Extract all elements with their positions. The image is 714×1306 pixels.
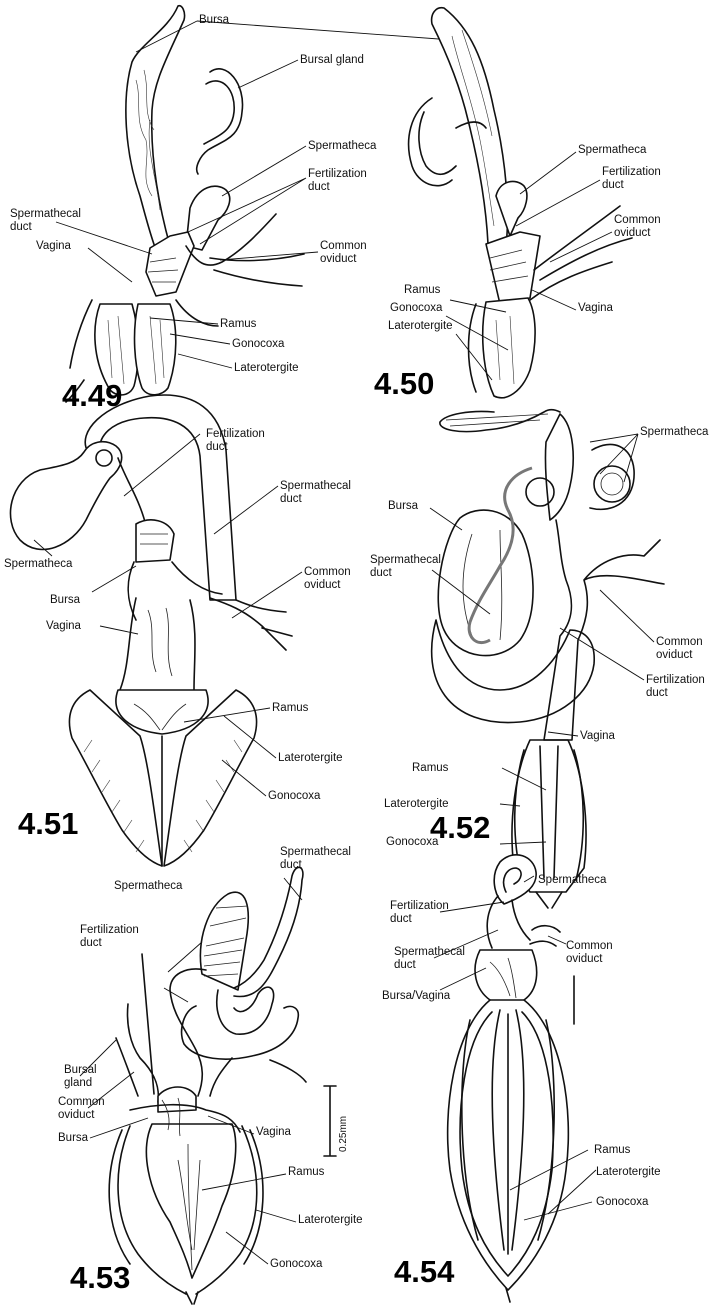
label-4-49-bursa: Bursa (199, 14, 229, 27)
figure-number-4-50: 4.50 (374, 368, 434, 400)
label-4-52-ramus: Ramus (412, 762, 448, 775)
label-4-54-gonocoxa: Gonocoxa (596, 1196, 648, 1209)
label-4-53-spermathecal-duct: Spermathecal duct (280, 846, 351, 872)
figure-number-4-52: 4.52 (430, 812, 490, 844)
label-4-52-fertilization-duct: Fertilization duct (646, 674, 705, 700)
label-4-54-bursa-vagina: Bursa/Vagina (382, 990, 450, 1003)
label-4-54-laterotergite: Laterotergite (596, 1166, 661, 1179)
label-4-49-spermathecal-duct: Spermathecal duct (10, 208, 81, 234)
label-4-54-fertilization-duct: Fertilization duct (390, 900, 449, 926)
label-4-49-bursal-gland: Bursal gland (300, 54, 364, 67)
label-4-52-common-oviduct: Common oviduct (656, 636, 703, 662)
label-4-51-bursa: Bursa (50, 594, 80, 607)
label-4-49-laterotergite: Laterotergite (234, 362, 299, 375)
label-4-53-common-oviduct: Common oviduct (58, 1096, 105, 1122)
drawing-4-50 (409, 8, 632, 398)
label-4-54-spermatheca: Spermatheca (538, 874, 606, 887)
figure-number-4-49: 4.49 (62, 380, 122, 412)
label-4-50-laterotergite: Laterotergite (388, 320, 453, 333)
label-4-51-fertilization-duct: Fertilization duct (206, 428, 265, 454)
label-4-51-laterotergite: Laterotergite (278, 752, 343, 765)
label-4-53-ramus: Ramus (288, 1166, 324, 1179)
figure-number-4-54: 4.54 (394, 1256, 454, 1288)
drawing-4-54 (434, 855, 596, 1302)
label-4-49-fertilization-duct: Fertilization duct (308, 168, 367, 194)
label-4-49-vagina: Vagina (36, 240, 71, 253)
label-4-49-ramus: Ramus (220, 318, 256, 331)
label-4-49-common-oviduct: Common oviduct (320, 240, 367, 266)
label-4-52-vagina: Vagina (580, 730, 615, 743)
label-4-50-fertilization-duct: Fertilization duct (602, 166, 661, 192)
label-4-51-spermathecal-duct: Spermathecal duct (280, 480, 351, 506)
label-4-50-gonocoxa: Gonocoxa (390, 302, 442, 315)
figure-number-4-51: 4.51 (18, 808, 78, 840)
label-4-51-vagina: Vagina (46, 620, 81, 633)
label-4-50-spermatheca: Spermatheca (578, 144, 646, 157)
label-4-53-laterotergite: Laterotergite (298, 1214, 363, 1227)
label-4-52-spermathecal-duct: Spermathecal duct (370, 554, 441, 580)
label-4-50-common-oviduct: Common oviduct (614, 214, 661, 240)
label-4-51-spermatheca: Spermatheca (4, 558, 72, 571)
scale-bar-label: 0.25mm (338, 1116, 349, 1152)
label-4-53-spermatheca: Spermatheca (114, 880, 182, 893)
label-4-51-gonocoxa: Gonocoxa (268, 790, 320, 803)
label-4-53-fertilization-duct: Fertilization duct (80, 924, 139, 950)
label-4-54-ramus: Ramus (594, 1144, 630, 1157)
label-4-52-bursa: Bursa (388, 500, 418, 513)
label-4-54-common-oviduct: Common oviduct (566, 940, 613, 966)
label-4-51-ramus: Ramus (272, 702, 308, 715)
label-4-50-vagina: Vagina (578, 302, 613, 315)
label-4-53-bursal-gland: Bursal gland (64, 1064, 97, 1090)
label-4-53-gonocoxa: Gonocoxa (270, 1258, 322, 1271)
label-4-49-spermatheca: Spermatheca (308, 140, 376, 153)
figure-number-4-53: 4.53 (70, 1262, 130, 1294)
label-4-49-gonocoxa: Gonocoxa (232, 338, 284, 351)
label-4-53-bursa: Bursa (58, 1132, 88, 1145)
label-4-52-spermatheca: Spermatheca (640, 426, 708, 439)
label-4-50-ramus: Ramus (404, 284, 440, 297)
label-4-54-spermathecal-duct: Spermathecal duct (394, 946, 465, 972)
label-4-51-common-oviduct: Common oviduct (304, 566, 351, 592)
label-4-53-vagina: Vagina (256, 1126, 291, 1139)
